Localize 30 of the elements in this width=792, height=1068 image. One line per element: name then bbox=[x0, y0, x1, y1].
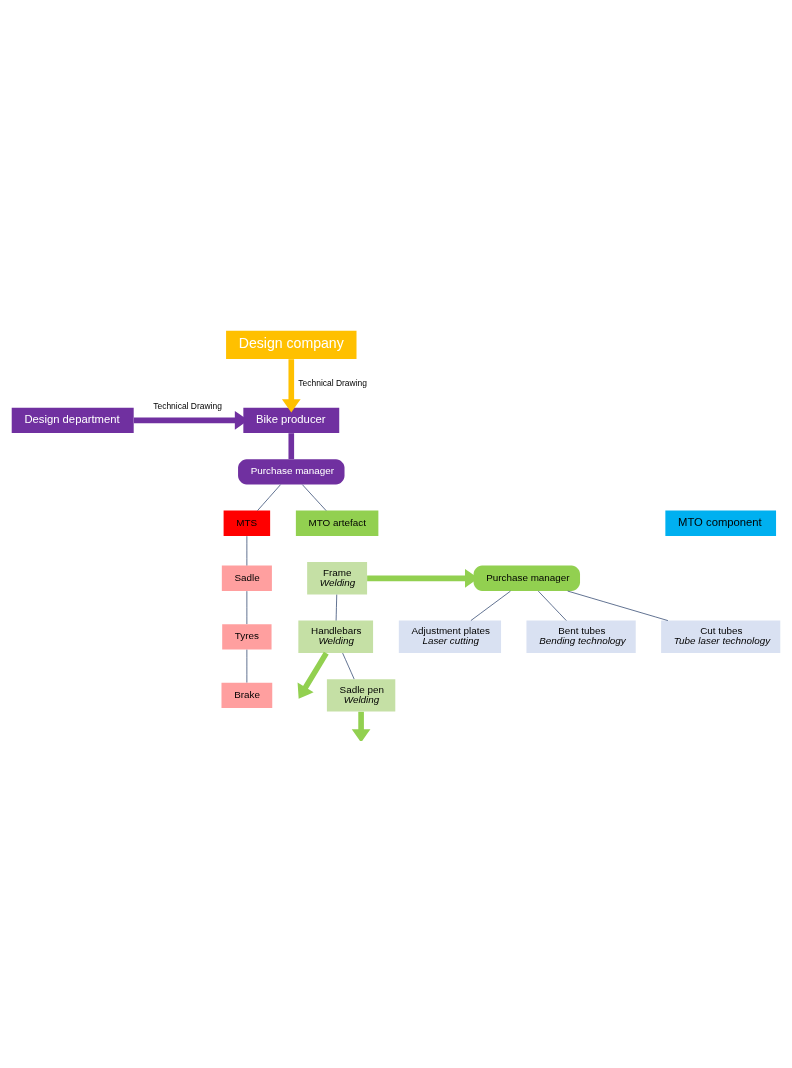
node-box: Design department bbox=[11, 407, 134, 433]
connector bbox=[335, 593, 338, 621]
connector bbox=[567, 590, 669, 621]
node-box: Sadle pen Welding bbox=[326, 678, 396, 712]
arrow bbox=[281, 358, 301, 413]
node-box: Frame Welding bbox=[307, 561, 368, 595]
node-box: Sadle bbox=[221, 565, 272, 591]
connector bbox=[470, 590, 511, 621]
node-box: Brake bbox=[221, 682, 273, 708]
node-box: Purchase manager bbox=[238, 458, 345, 485]
node-box: Tyres bbox=[222, 623, 272, 650]
node-box: MTO component bbox=[665, 510, 777, 536]
arrow bbox=[297, 651, 329, 699]
arrow bbox=[351, 711, 371, 741]
node-box: Handlebars Welding bbox=[298, 620, 374, 653]
node-box: Bike producer bbox=[243, 407, 340, 433]
connector bbox=[342, 652, 355, 679]
edge-label: Technical Drawing bbox=[298, 377, 367, 388]
connector bbox=[302, 483, 327, 511]
node-box: MTS bbox=[223, 510, 271, 536]
node-box: Adjustment plates Laser cutting bbox=[398, 620, 502, 653]
node-box: Design company bbox=[226, 330, 357, 359]
node-box: Cut tubes Tube laser technology bbox=[661, 620, 781, 653]
connector bbox=[257, 483, 281, 511]
connector bbox=[537, 590, 567, 621]
node-box: MTO artefact bbox=[295, 510, 379, 536]
connector bbox=[288, 432, 295, 459]
edge-label: Technical Drawing bbox=[153, 400, 222, 411]
node-box: Purchase manager bbox=[473, 565, 581, 591]
node-box: Bent tubes Bending technology bbox=[526, 620, 636, 653]
